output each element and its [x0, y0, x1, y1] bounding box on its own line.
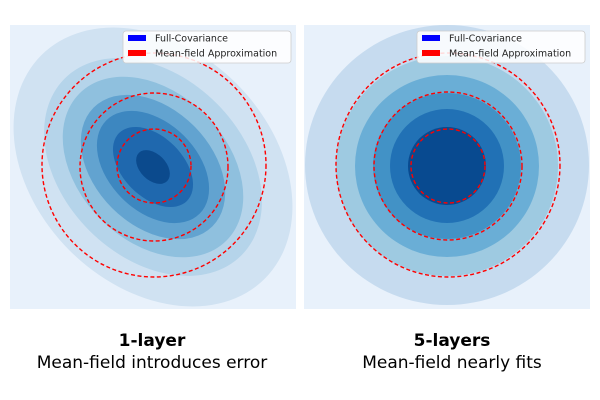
legend: Full-Covariance Mean-field Approximation [122, 30, 292, 64]
panel-subtitle: Mean-field nearly fits [362, 353, 542, 373]
mean-field-ring-inner [410, 128, 486, 204]
legend-box [122, 30, 292, 64]
panel-subtitle: Mean-field introduces error [36, 353, 268, 373]
mean-field-ring-middle [373, 91, 523, 241]
legend-label-mean-field: Mean-field Approximation [155, 49, 277, 60]
contour-plot-1-layer: Full-Covariance Mean-field Approximation [10, 25, 296, 309]
contour-svg-2: Full-Covariance Mean-field Approximation [304, 25, 590, 309]
legend-swatch-mean-field [422, 50, 440, 56]
legend-box [416, 30, 586, 64]
legend-label-full-covariance: Full-Covariance [155, 34, 228, 45]
mean-field-ring-inner [116, 128, 192, 204]
caption-1-layer: 1-layer Mean-field introduces error [2, 330, 302, 374]
panel-title: 5-layers [413, 331, 491, 351]
legend: Full-Covariance Mean-field Approximation [416, 30, 586, 64]
full-covariance-contours [305, 25, 589, 305]
legend-swatch-mean-field [128, 50, 146, 56]
caption-5-layers: 5-layers Mean-field nearly fits [302, 330, 600, 374]
mean-field-ring-middle [79, 92, 229, 242]
legend-label-full-covariance: Full-Covariance [449, 34, 522, 45]
contour-level-6 [408, 127, 486, 205]
legend-swatch-full-covariance [422, 35, 440, 41]
legend-label-mean-field: Mean-field Approximation [449, 49, 571, 60]
contour-plot-5-layers: Full-Covariance Mean-field Approximation [304, 25, 590, 309]
legend-swatch-full-covariance [128, 35, 146, 41]
contour-svg-1: Full-Covariance Mean-field Approximation [10, 25, 296, 309]
panel-title: 1-layer [118, 331, 186, 351]
full-covariance-contours [13, 27, 293, 307]
contour-level-7 [136, 150, 170, 184]
